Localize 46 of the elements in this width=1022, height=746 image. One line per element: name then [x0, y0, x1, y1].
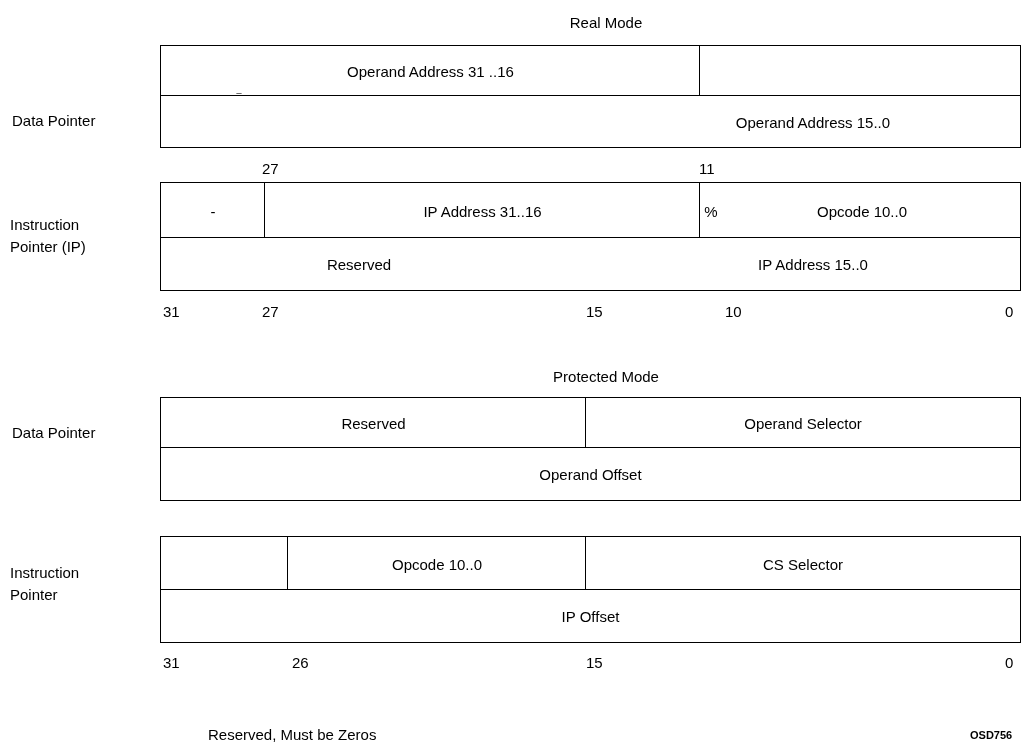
bit-number: 31: [163, 302, 180, 322]
field-label: Opcode 10..0: [816, 203, 908, 218]
register-field-box: [160, 589, 1021, 643]
section-title: Real Mode: [569, 13, 643, 33]
field-label: IP Offset: [561, 608, 620, 624]
register-field-box: [160, 397, 587, 449]
figure-id: OSD756: [970, 728, 1013, 743]
field-mark: %: [704, 203, 718, 218]
field-label: Reserved: [326, 256, 392, 272]
bit-number: 31: [163, 653, 180, 673]
bit-number: 0: [1005, 302, 1014, 322]
footnote: Reserved, Must be Zeros: [208, 725, 377, 745]
bit-number: 27: [262, 302, 279, 322]
register-field-box: [160, 447, 1021, 501]
row-label: Data Pointer: [12, 111, 96, 131]
section-title: Protected Mode: [553, 367, 659, 387]
register-field-box: [585, 536, 1021, 591]
field-mark: -: [210, 203, 216, 218]
field-label: Operand Address 15..0: [735, 114, 891, 129]
row-label: Instruction Pointer (IP): [10, 215, 87, 257]
register-field-box: [160, 45, 701, 97]
register-field-box: [264, 182, 701, 239]
bit-number: 15: [586, 653, 603, 673]
field-label: Reserved: [341, 415, 406, 431]
register-field-box: [160, 182, 266, 239]
bit-number: 15: [586, 302, 603, 322]
bit-number: 11: [699, 159, 715, 179]
field-label: Operand Selector: [744, 415, 862, 431]
field-label: CS Selector: [763, 556, 843, 571]
field-label: IP Address 31..16: [423, 203, 542, 218]
bit-number: 0: [1005, 653, 1014, 673]
register-field-box: [160, 237, 1021, 291]
row-label: Instruction Pointer: [10, 563, 81, 605]
register-field-box: [160, 95, 1021, 148]
register-field-box: [699, 182, 1021, 239]
field-label: Operand Offset: [539, 466, 642, 482]
field-label: Opcode 10..0: [391, 556, 483, 571]
field-label: IP Address 15..0: [758, 256, 868, 272]
bit-number: 27: [262, 159, 279, 179]
bit-number: 26: [292, 653, 309, 673]
field-mark: _: [236, 84, 242, 93]
row-label: Data Pointer: [12, 423, 96, 443]
field-label: Operand Address 31 ..16: [347, 63, 514, 79]
bit-number: 10: [725, 302, 742, 322]
register-field-box: [287, 536, 587, 591]
register-field-box: [585, 397, 1021, 449]
